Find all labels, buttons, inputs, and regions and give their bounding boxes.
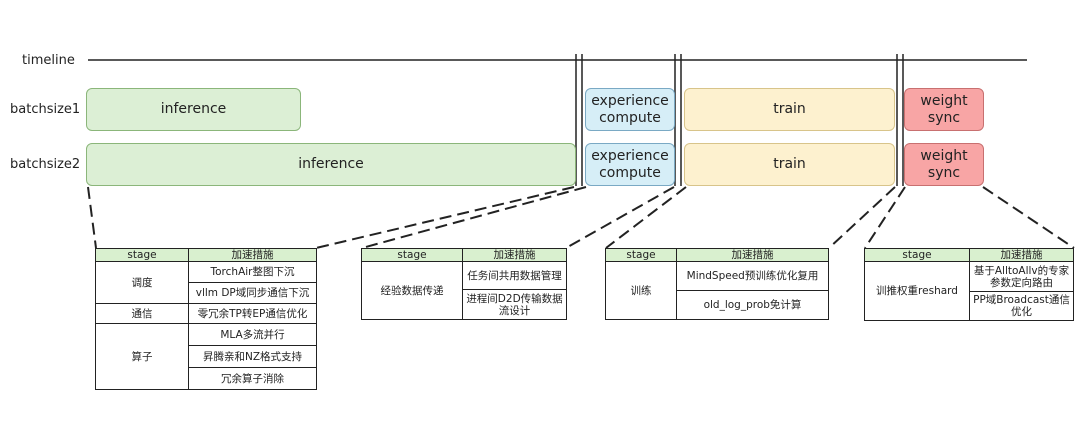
measure-cell: MindSpeed预训练优化复用	[676, 261, 829, 291]
weight-sync-measures-table: stage 加速措施 训推权重reshard 基于AlltoAllv的专家参数定…	[864, 248, 1074, 321]
zoom-line-inference-left	[87, 186, 97, 249]
measure-cell: MLA多流并行	[188, 323, 317, 346]
measure-cell: vllm DP域同步通信下沉	[188, 282, 317, 304]
row2-train-block: train	[684, 143, 895, 186]
stage-cell-operator: 算子	[95, 323, 189, 390]
measure-cell: 任务间共用数据管理	[462, 261, 567, 290]
row1-inference-block: inference	[86, 88, 301, 131]
table-header-stage: stage	[361, 248, 463, 262]
train-measures-table: stage 加速措施 训练 MindSpeed预训练优化复用 old_log_p…	[605, 248, 829, 320]
row1-weight-sync-block: weight sync	[904, 88, 984, 131]
table-header-measures: 加速措施	[676, 248, 829, 262]
table-header-stage: stage	[864, 248, 970, 262]
measure-cell: TorchAir整图下沉	[188, 261, 317, 283]
measure-cell: 零冗余TP转EP通信优化	[188, 303, 317, 324]
zoom-line-weight-left	[864, 186, 906, 249]
stage-cell-weight-reshard: 训推权重reshard	[864, 261, 970, 321]
row1-experience-compute-block: experience compute	[585, 88, 675, 131]
table-header-stage: stage	[95, 248, 189, 262]
zoom-line-experience-left	[361, 186, 587, 249]
zoom-line-experience-right	[565, 186, 675, 249]
measure-cell: PP域Broadcast通信优化	[969, 291, 1074, 321]
inference-measures-table: stage 加速措施 调度 TorchAir整图下沉 vllm DP域同步通信下…	[95, 248, 317, 390]
batchsize1-label: batchsize1	[10, 102, 81, 117]
experience-measures-table: stage 加速措施 经验数据传递 任务间共用数据管理 进程间D2D传输数据流设…	[361, 248, 567, 320]
measure-cell: old_log_prob免计算	[676, 290, 829, 320]
measure-cell: 昇腾亲和NZ格式支持	[188, 345, 317, 368]
table-header-measures: 加速措施	[969, 248, 1074, 262]
stage-cell-experience: 经验数据传递	[361, 261, 463, 320]
stage-cell-scheduling: 调度	[95, 261, 189, 304]
zoom-line-train-right	[828, 186, 896, 249]
table-header-stage: stage	[605, 248, 677, 262]
timeline-break-marks	[575, 54, 904, 186]
measure-cell: 冗余算子消除	[188, 367, 317, 390]
stage-cell-train: 训练	[605, 261, 677, 320]
row2-experience-compute-block: experience compute	[585, 143, 675, 186]
table-header-measures: 加速措施	[188, 248, 317, 262]
zoom-line-train-left	[605, 186, 687, 249]
measure-cell: 进程间D2D传输数据流设计	[462, 289, 567, 320]
row2-inference-block: inference	[86, 143, 576, 186]
zoom-line-inference-right	[315, 186, 575, 249]
batchsize2-label: batchsize2	[10, 157, 81, 172]
row2-weight-sync-block: weight sync	[904, 143, 984, 186]
timeline-label: timeline	[22, 53, 75, 68]
row1-train-block: train	[684, 88, 895, 131]
table-header-measures: 加速措施	[462, 248, 567, 262]
zoom-line-weight-right	[982, 186, 1075, 249]
stage-cell-communication: 通信	[95, 303, 189, 324]
measure-cell: 基于AlltoAllv的专家参数定向路由	[969, 261, 1074, 292]
